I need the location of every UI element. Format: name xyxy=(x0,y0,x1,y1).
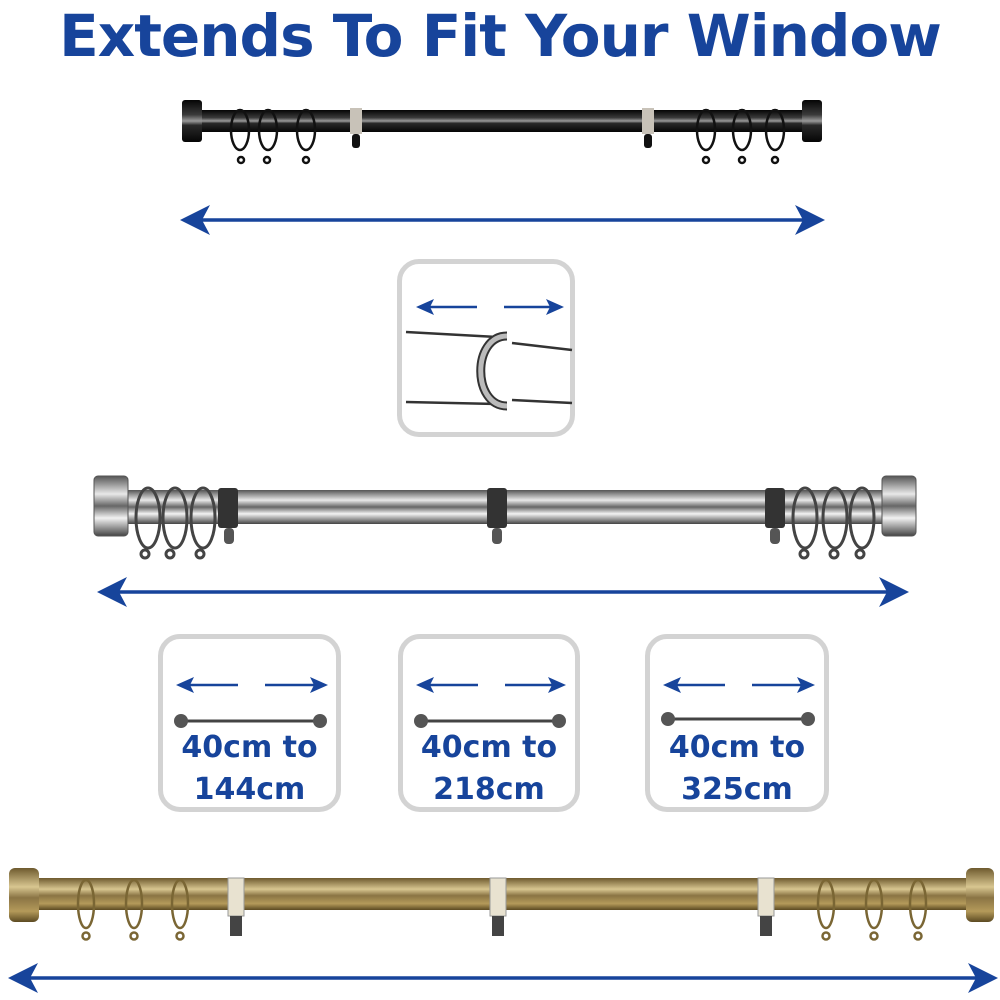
telescopic-joint-card xyxy=(397,259,575,437)
double-arrow-icon xyxy=(180,205,825,235)
length-range-icon xyxy=(174,677,328,728)
telescopic-joint-icon xyxy=(405,299,573,411)
double-arrow-icon xyxy=(8,963,998,993)
length-range-icon xyxy=(414,677,566,728)
length-range-icon xyxy=(661,677,815,726)
chrome-curtain-pole-icon xyxy=(93,475,917,560)
brass-curtain-pole-icon xyxy=(9,868,994,941)
double-arrow-icon xyxy=(97,577,909,607)
black-curtain-pole-icon xyxy=(182,100,822,165)
page-title: Extends To Fit Your Window xyxy=(59,2,942,70)
